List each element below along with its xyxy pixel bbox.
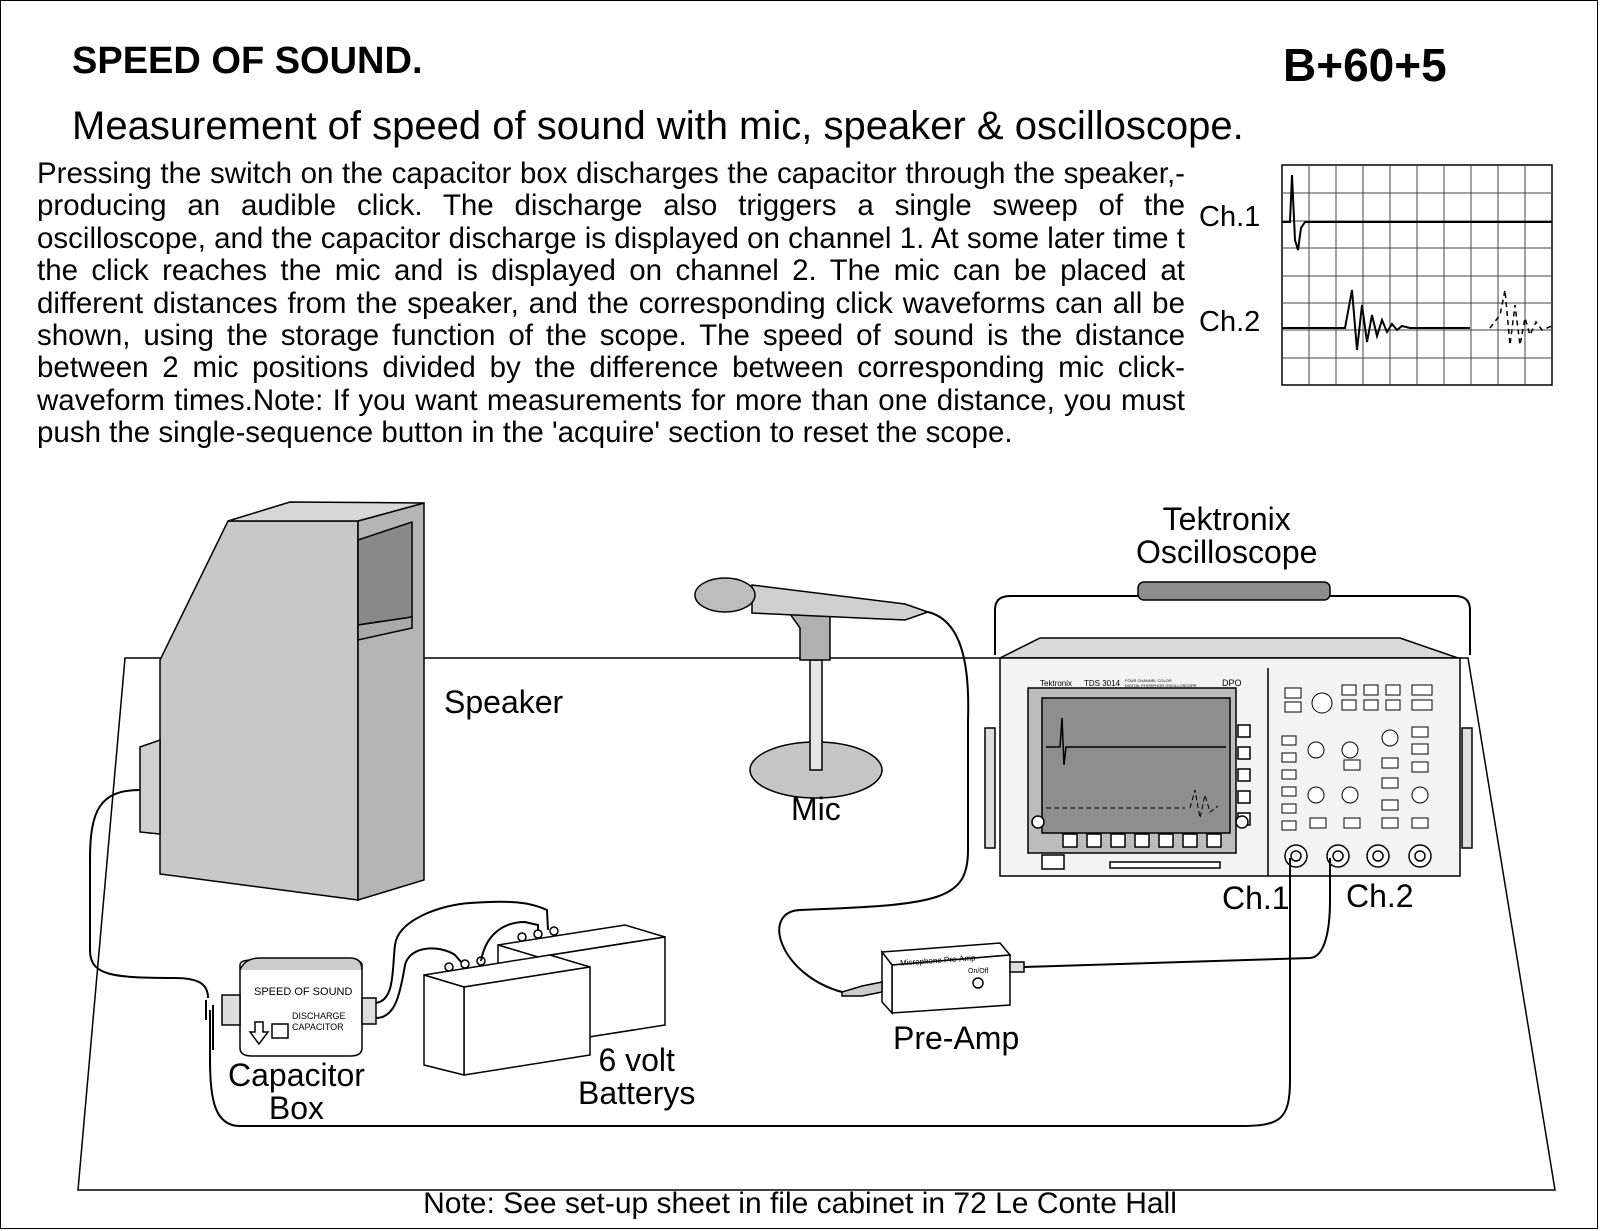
microphone <box>694 577 931 799</box>
description-text: Pressing the switch on the capacitor box… <box>37 157 1185 450</box>
capacitor-box-label: Capacitor Box <box>228 1057 365 1126</box>
capacitor-box <box>221 957 377 1057</box>
capacitor-box-top-text: SPEED OF SOUND <box>254 986 352 998</box>
cables <box>89 611 1331 1127</box>
preamp-switch-text: On/Off <box>968 968 989 975</box>
page-title: SPEED OF SOUND. <box>72 40 423 82</box>
ch2-label: Ch.2 <box>1346 878 1414 914</box>
preamp-label: Pre-Amp <box>893 1020 1020 1056</box>
battery-front <box>423 954 591 1076</box>
batteries-label: 6 volt Batterys <box>578 1042 696 1111</box>
speaker-label: Speaker <box>444 684 564 720</box>
footer-note: Note: See set-up sheet in file cabinet i… <box>423 1187 1177 1220</box>
scope-model: TDS 3014 <box>1084 679 1121 688</box>
scope-subtitle-text: FOUR CHANNEL COLOR DIGITAL PHOSPHOR OSCI… <box>1125 678 1197 688</box>
scope-brand: Tektronix <box>1040 679 1072 688</box>
inset-ch1-label: Ch.1 <box>1199 201 1260 233</box>
ch1-label: Ch.1 <box>1222 880 1290 916</box>
preamp-box <box>841 942 1025 1015</box>
mic-label: Mic <box>791 791 841 827</box>
scope-trace-inset <box>1281 164 1553 386</box>
capacitor-box-bottom-text: DISCHARGE CAPACITOR <box>292 1011 346 1032</box>
speaker-cabinet <box>139 501 425 902</box>
scope-dpo: DPO <box>1222 678 1242 688</box>
demo-code: B+60+5 <box>1283 39 1447 91</box>
oscilloscope-label: Tektronix Oscilloscope <box>1136 501 1318 570</box>
oscilloscope <box>984 581 1473 877</box>
page-subtitle: Measurement of speed of sound with mic, … <box>72 104 1244 148</box>
inset-ch2-label: Ch.2 <box>1199 306 1260 338</box>
